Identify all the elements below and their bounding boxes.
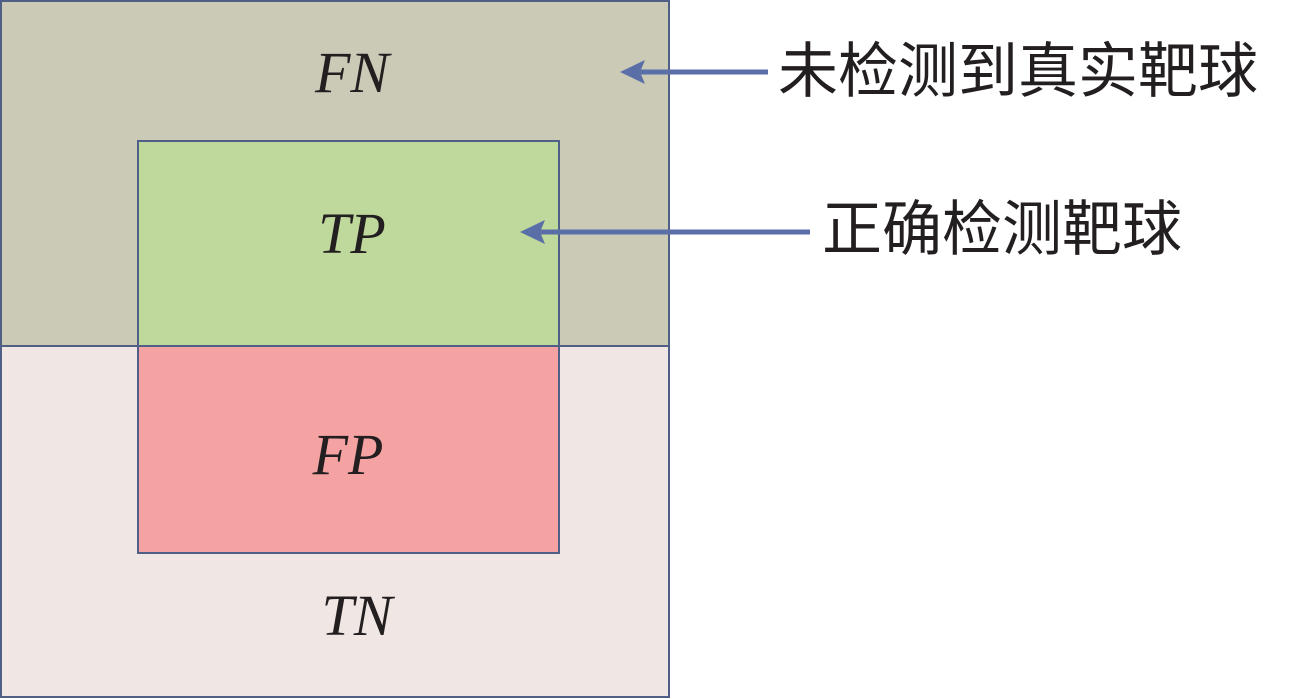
fn-callout-text: 未检测到真实靶球 xyxy=(778,37,1258,107)
fp-label: FP xyxy=(312,422,384,487)
tp-label: TP xyxy=(318,201,386,266)
fn-label: FN xyxy=(314,40,390,105)
tn-label: TN xyxy=(321,583,393,648)
false-positive-region xyxy=(137,345,560,554)
true-positive-region xyxy=(137,140,560,346)
tp-callout-text: 正确检测靶球 xyxy=(822,195,1182,265)
